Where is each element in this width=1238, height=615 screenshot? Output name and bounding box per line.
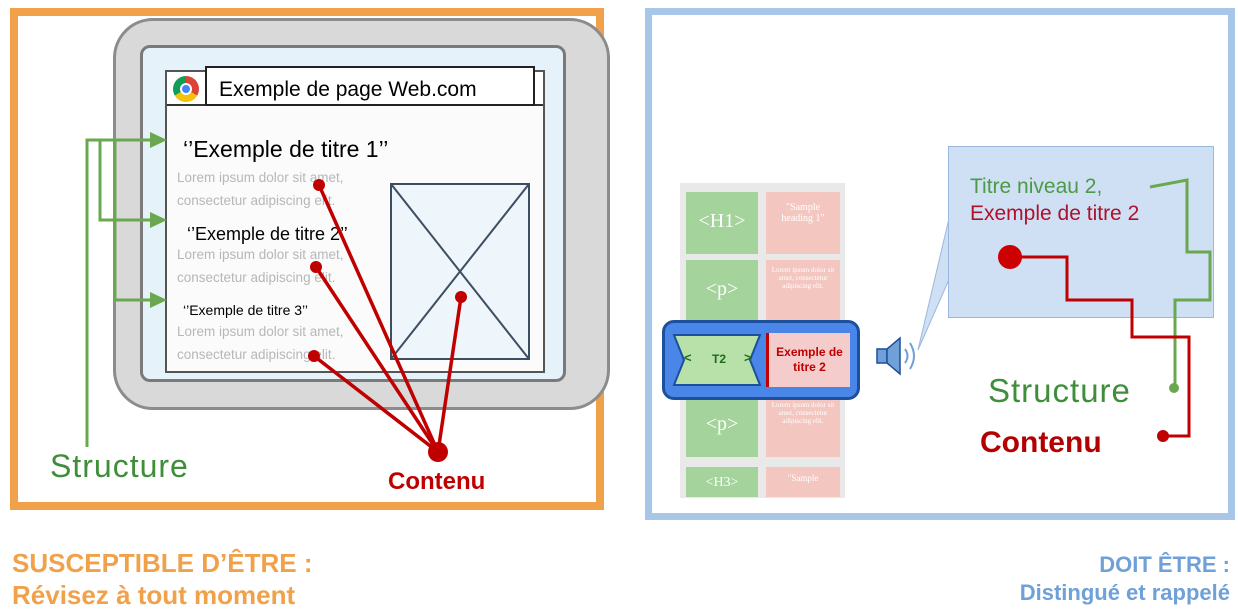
lorem-text-1: Lorem ipsum dolor sit amet,consectetur a… xyxy=(177,170,344,208)
focus-tag-shape xyxy=(672,334,762,386)
contenu-dots xyxy=(308,179,467,462)
url-bar[interactable]: Exemple de page Web.com xyxy=(205,66,535,106)
contenu-label-right: Contenu xyxy=(980,426,1102,459)
lorem-text-3: Lorem ipsum dolor sit amet,consectetur a… xyxy=(177,324,344,362)
structure-label-left: Structure xyxy=(50,448,189,484)
speaker-icon xyxy=(876,336,915,376)
content-cell-4: "Sample xyxy=(766,467,840,497)
speech-popup xyxy=(948,146,1214,318)
chrome-icon xyxy=(173,76,199,102)
code-cell-p2: <p> xyxy=(686,395,758,457)
image-placeholder-icon xyxy=(390,183,530,360)
focus-arrow-left: < xyxy=(684,350,692,365)
content-cell-1: "Sample heading 1" xyxy=(766,192,840,254)
structure-connector-right xyxy=(1149,178,1212,385)
contenu-label-left: Contenu xyxy=(388,468,486,495)
contenu-connector-right xyxy=(1010,255,1191,438)
structure-dot-right xyxy=(1169,383,1179,393)
contenu-dot-right xyxy=(1157,430,1169,442)
structure-label-right: Structure xyxy=(988,372,1131,409)
focus-arrow-right: > xyxy=(744,350,752,365)
caption-right-title: DOIT ÊTRE : xyxy=(1099,552,1230,577)
code-cell-p1: <p> xyxy=(686,260,758,322)
focus-tag: T2 xyxy=(712,352,727,366)
code-cell-h1: <H1> xyxy=(686,192,758,254)
page-heading-1: ‘’Exemple de titre 1’’ xyxy=(183,136,389,162)
lorem-text-2: Lorem ipsum dolor sit amet,consectetur a… xyxy=(177,247,344,285)
popup-structure-text: Titre niveau 2, xyxy=(970,175,1103,198)
caption-left-title: SUSCEPTIBLE D’ÊTRE : xyxy=(12,548,313,578)
page-heading-3: ‘’Exemple de titre 3’’ xyxy=(183,302,309,318)
caption-right-subtitle: Distingué et rappelé xyxy=(1019,580,1230,605)
content-cell-2: Lorem ipsum dolor sit amet, consectetur … xyxy=(766,260,840,322)
caption-left-subtitle: Révisez à tout moment xyxy=(12,580,296,610)
contenu-dot-popup xyxy=(998,245,1022,269)
structure-connector xyxy=(85,138,160,447)
page-heading-2: ‘’Exemple de titre 2’’ xyxy=(187,224,348,244)
popup-content-text: Exemple de titre 2 xyxy=(970,202,1140,225)
structure-arrowheads xyxy=(150,132,167,308)
contenu-connector xyxy=(312,184,463,454)
focus-content: Exemple de titre 2 xyxy=(766,333,850,387)
content-cell-3: Lorem ipsum dolor sit amet, consectetur … xyxy=(766,395,840,457)
code-cell-h3: <H3> xyxy=(686,467,758,497)
